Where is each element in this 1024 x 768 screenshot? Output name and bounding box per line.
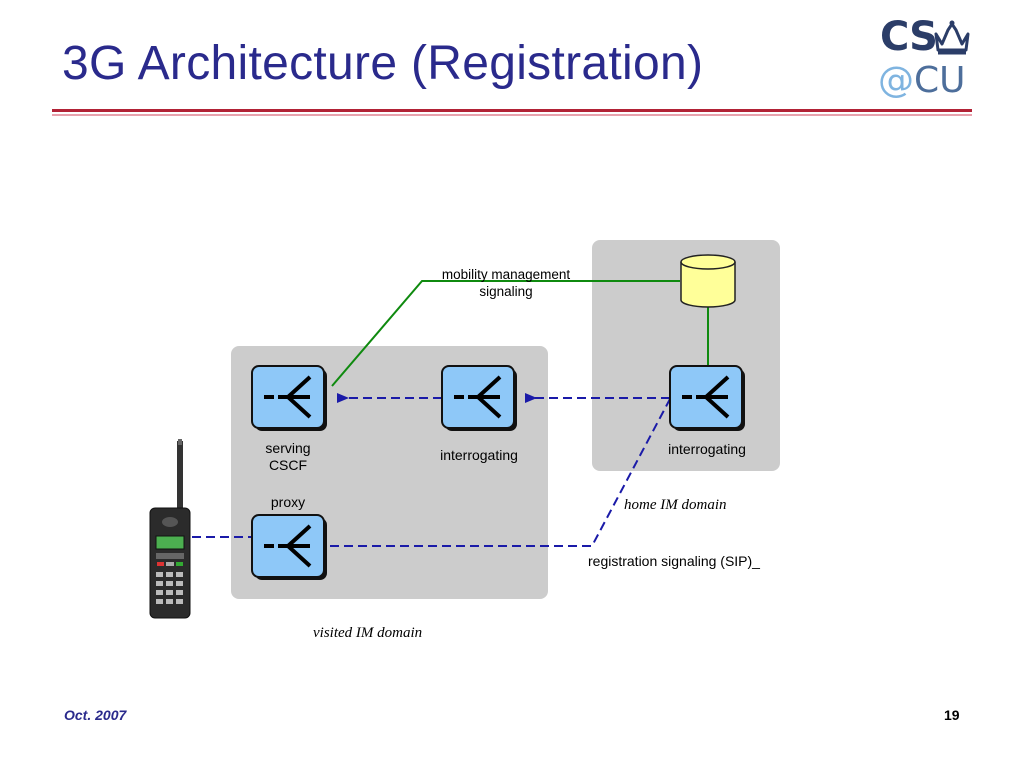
registration-signaling-label: registration signaling (SIP)_ [588, 553, 760, 569]
mobile-phone-icon [149, 439, 191, 619]
home-interrogating-label: interrogating [668, 441, 746, 457]
title-rule [52, 109, 972, 112]
footer-date: Oct. 2007 [64, 707, 127, 723]
logo-cu-text: @CU [878, 60, 966, 101]
hss-database-icon [680, 254, 736, 308]
proxy-label: proxy [270, 494, 306, 510]
page-number: 19 [944, 707, 960, 723]
visited-interrogating-cscf-node [440, 364, 519, 433]
serving-cscf-label: serving CSCF [265, 440, 311, 473]
mobility-signal-line [331, 280, 680, 387]
visited-interrogating-label: interrogating [440, 447, 518, 463]
home-interrogating-cscf-node [668, 364, 747, 433]
home-domain-label: home IM domain [624, 497, 727, 513]
visited-domain-label: visited IM domain [313, 625, 423, 641]
sip-path-proxy-to-home [330, 398, 671, 547]
logo-cs-text: CS [880, 14, 938, 60]
slide-title: 3G Architecture (Registration) [62, 37, 704, 90]
cs-at-cu-logo: CS @CU [878, 14, 978, 101]
title-rule-light [52, 114, 972, 116]
logo-at-symbol: @ [878, 60, 914, 101]
crown-icon [934, 20, 970, 55]
mobility-management-label: mobility management signaling [441, 267, 571, 299]
proxy-cscf-node [250, 513, 329, 582]
serving-cscf-node [250, 364, 329, 433]
logo-cu-letters: CU [914, 60, 966, 101]
